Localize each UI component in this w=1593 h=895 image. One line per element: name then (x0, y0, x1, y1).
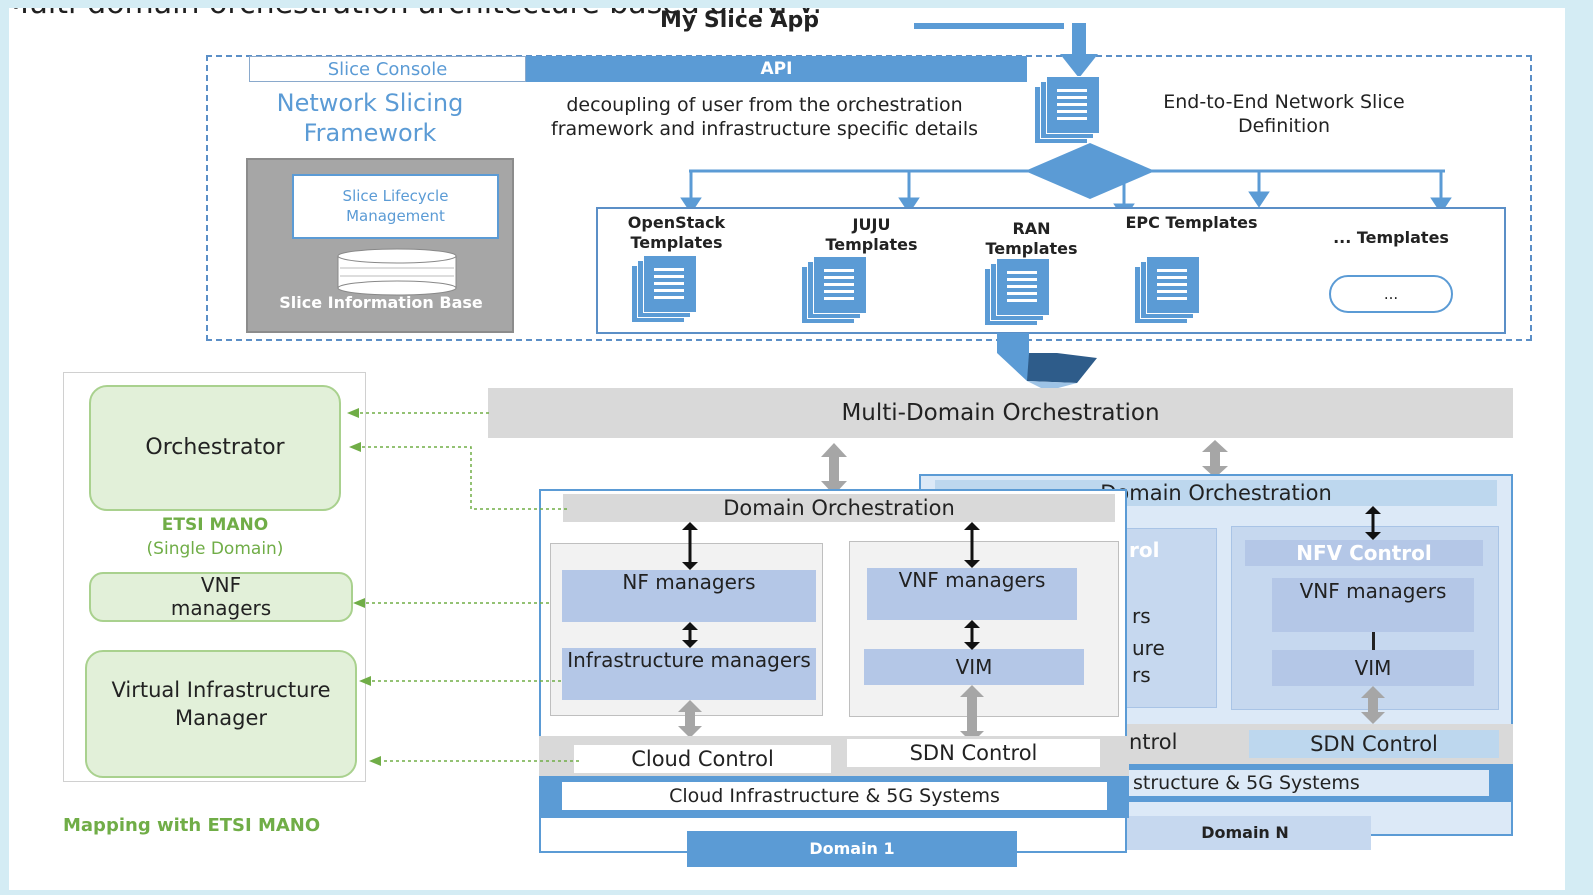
slice-information-base-label: Slice Information Base (279, 293, 483, 312)
etsi-caption-line1: ETSI MANO (161, 515, 269, 535)
slice-console-label: Slice Console (327, 59, 448, 80)
etsi-orchestrator-box: Orchestrator (89, 385, 341, 511)
domain-n-sdn-control-box: SDN Control (1249, 730, 1499, 758)
framework-title-line1: Network Slicing (276, 89, 464, 117)
d1-vim-label: VIM (955, 655, 993, 679)
e2e-definition-label: End-to-End Network Slice Definition (1163, 91, 1405, 137)
database-icon (337, 248, 457, 296)
ran-template-doc-icon (984, 258, 1054, 326)
slice-definition-doc-icon (1034, 76, 1104, 144)
domain-n-left-infra-fragment: ure (1132, 636, 1165, 660)
domain-n-sdn-label: SDN Control (1310, 732, 1438, 756)
etsi-mapping-lines (347, 408, 579, 766)
infrastructure-managers-box: Infrastructure managers (562, 648, 816, 700)
etsi-vim-label: Virtual Infrastructure Manager (111, 678, 331, 730)
mdo-domain1-arrow (821, 443, 847, 495)
api-label: API (760, 59, 793, 79)
d1-vim-box: VIM (864, 649, 1084, 685)
mdo-domainn-arrow (1202, 440, 1228, 478)
d1-infra-cloud-arrow (678, 700, 702, 738)
openstack-template-doc-icon (631, 255, 701, 323)
etsi-vnf-managers-box: VNF managers (89, 572, 353, 622)
domain-n-vnf-managers-box: VNF managers (1272, 578, 1474, 632)
slice-console-tab: Slice Console (249, 56, 526, 82)
d1-infrastructure-label: Cloud Infrastructure & 5G Systems (669, 785, 1000, 807)
domain-n-cloud-control-fragment: ntrol (1129, 730, 1178, 754)
etsi-vim-box: Virtual Infrastructure Manager (85, 650, 357, 778)
d1-vnf-vim-arrow (964, 620, 980, 650)
d1-infrastructure-inner: Cloud Infrastructure & 5G Systems (562, 782, 1107, 810)
domain-n-label: Domain N (1201, 823, 1289, 842)
template-label-openstack: OpenStack Templates (627, 213, 726, 252)
d1-vim-sdn-arrow (960, 685, 984, 743)
infrastructure-managers-label: Infrastructure managers (567, 648, 811, 672)
d1-vnf-managers-label: VNF managers (898, 568, 1046, 592)
diagram-canvas: Multi-domain orchestration architecture … (9, 8, 1565, 890)
d1-nf-infra-arrow (682, 622, 698, 648)
template-label-epc: EPC Templates (1125, 213, 1258, 232)
etsi-orchestrator-label: Orchestrator (145, 435, 285, 460)
decoupling-note: decoupling of user from the orchestratio… (551, 94, 978, 140)
other-template-box-label: ... (1383, 285, 1399, 303)
d1-orchestration-vnf-arrow (964, 522, 980, 568)
domain-n-orchestration-arrow (1365, 506, 1381, 540)
domain-n-orchestration-label: Domain Orchestration (1100, 481, 1332, 505)
etsi-vnf-label: VNF managers (170, 573, 272, 620)
sdn-control-box: SDN Control (847, 739, 1100, 767)
other-template-box: ... (1329, 275, 1453, 313)
sdn-control-label: SDN Control (909, 741, 1038, 765)
etsi-caption-line2: (Single Domain) (146, 539, 284, 559)
domain-n-label-box: Domain N (1119, 816, 1371, 850)
my-slice-app-label: My Slice App (660, 8, 819, 33)
template-distribution-connector (680, 143, 1452, 220)
nf-managers-box: NF managers (562, 570, 816, 622)
domain-n-nfv-control-label: NFV Control (1296, 541, 1432, 565)
etsi-mano-caption: ETSI MANO (Single Domain) (89, 513, 341, 561)
domain-1-label: Domain 1 (809, 839, 895, 858)
framework-title-line2: Framework (303, 119, 437, 147)
app-to-definition-arrow (914, 23, 1098, 78)
domain-n-vim-label: VIM (1354, 656, 1392, 680)
template-label-juju: JUJU Templates (825, 215, 918, 254)
domain-1-orchestration-bar: Domain Orchestration (563, 494, 1115, 522)
mdo-label: Multi-Domain Orchestration (841, 400, 1160, 426)
juju-template-doc-icon (801, 256, 871, 324)
domain-n-infrastructure-inner: structure & 5G Systems (1127, 770, 1489, 796)
multi-domain-orchestration-bar: Multi-Domain Orchestration (488, 388, 1513, 438)
mapping-with-etsi-label: Mapping with ETSI MANO (63, 815, 321, 836)
cloud-control-box: Cloud Control (574, 745, 831, 773)
figure-title: Multi-domain orchestration architecture … (9, 8, 822, 21)
domain-n-left-group (1119, 528, 1217, 708)
epc-template-doc-icon (1134, 256, 1204, 324)
domain-1-orchestration-label: Domain Orchestration (723, 496, 955, 520)
domain-n-orchestration-bar: Domain Orchestration (935, 480, 1497, 506)
domain-n-vim-box: VIM (1272, 650, 1474, 686)
slice-lifecycle-label: Slice Lifecycle Management (342, 187, 449, 225)
api-bar: API (526, 56, 1027, 82)
framework-to-mdo-arrow (997, 333, 1097, 391)
slice-lifecycle-box: Slice Lifecycle Management (292, 174, 499, 239)
cloud-control-label: Cloud Control (631, 747, 774, 771)
domain-n-vim-sdn-arrow (1361, 686, 1385, 724)
template-label-other: ... Templates (1333, 228, 1449, 247)
domain-n-vnf-vim-link (1372, 632, 1375, 650)
domain-n-nfv-control-bar: NFV Control (1245, 540, 1483, 566)
nf-managers-label: NF managers (622, 570, 756, 594)
domain-n-vnf-label: VNF managers (1299, 579, 1447, 603)
domain-n-infrastructure-label: structure & 5G Systems (1133, 772, 1360, 794)
domain-n-left-infra-fragment-2: rs (1132, 663, 1151, 687)
domain-1-label-box: Domain 1 (687, 831, 1017, 867)
domain-n-left-managers-fragment: rs (1132, 604, 1151, 628)
framework-title: Network Slicing Framework (214, 88, 526, 148)
d1-orchestration-nf-arrow (682, 522, 698, 570)
template-label-ran: RAN Templates (985, 219, 1078, 258)
d1-vnf-managers-box: VNF managers (867, 568, 1077, 620)
domain-n-left-control-fragment: rol (1129, 538, 1160, 562)
